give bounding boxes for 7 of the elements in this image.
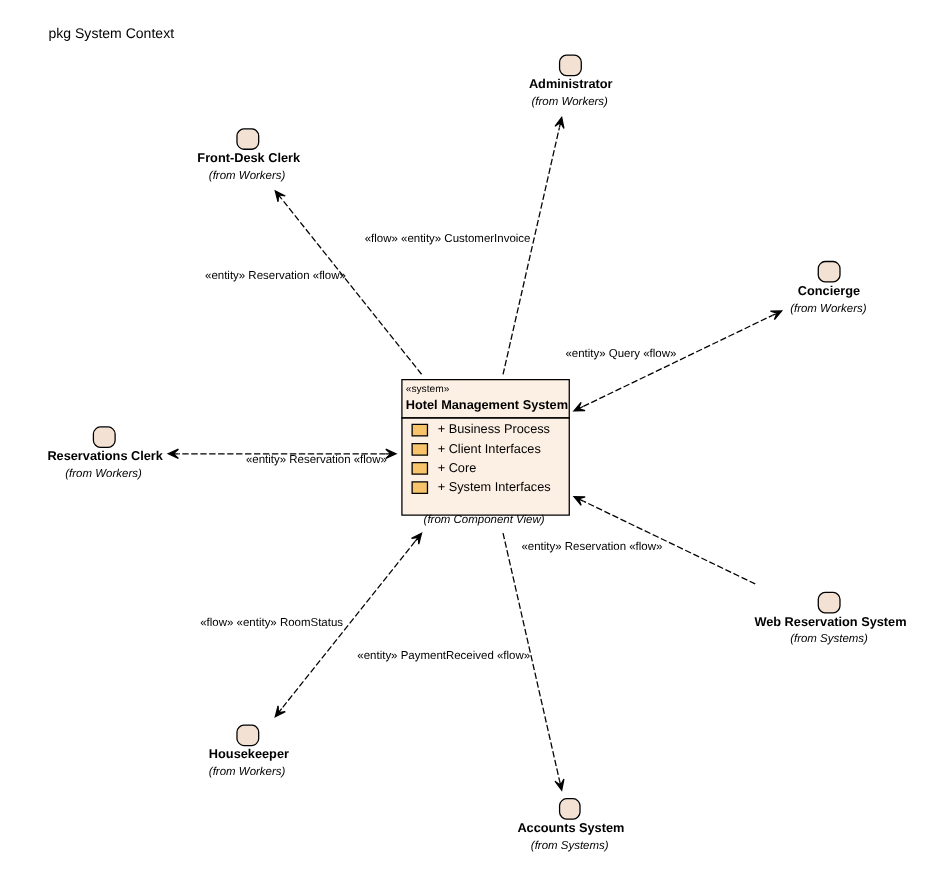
arrow — [166, 448, 396, 459]
arrow — [273, 532, 422, 718]
arrow — [273, 190, 422, 375]
arrow — [501, 116, 564, 376]
arrow — [572, 496, 755, 585]
arrow — [572, 310, 782, 412]
arrow — [501, 532, 564, 791]
